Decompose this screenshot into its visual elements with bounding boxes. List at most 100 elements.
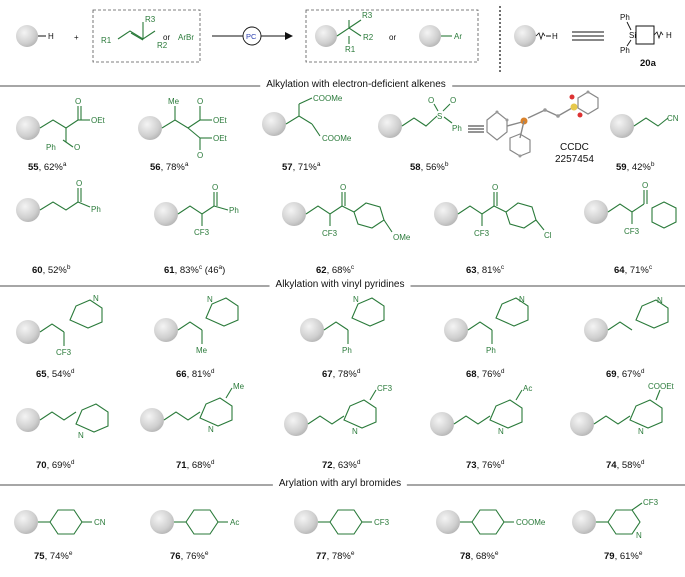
pyridine-n: N — [638, 427, 644, 436]
cf3-label: CF3 — [194, 228, 210, 237]
ph-label: Ph — [452, 124, 462, 133]
structure-79: N CF3 — [572, 498, 659, 540]
svg-text:O: O — [197, 151, 203, 160]
phenyl-top: Ph — [620, 13, 630, 22]
svg-text:O: O — [74, 143, 80, 152]
coome-label: COOMe — [516, 518, 546, 527]
pyridine-n: N — [636, 531, 642, 540]
substrate-sphere — [16, 25, 38, 47]
cooet-label: COOEt — [648, 382, 675, 391]
ac-label: Ac — [523, 384, 532, 393]
structure-67: Ph N — [300, 295, 385, 355]
product-r1: R1 — [345, 45, 356, 54]
svg-text:O: O — [642, 181, 648, 190]
compound-label-72: 72, 63%d — [322, 458, 361, 471]
svg-text:O: O — [492, 183, 498, 192]
me-label: Me — [196, 346, 208, 355]
section-title-vinyl-pyridines: Alkylation with vinyl pyridines — [269, 279, 411, 290]
compound-label-55: 55, 62%a — [28, 160, 67, 173]
compound-label-69: 69, 67%d — [606, 367, 645, 380]
compound-label-61: 61, 83%c (46a) — [164, 263, 226, 276]
oet-label: OEt — [91, 116, 106, 125]
svg-text:O: O — [197, 97, 203, 106]
si-h: H — [666, 31, 672, 40]
structure-72: N CF3 — [284, 384, 393, 436]
silacyclobutane-structure: Si Ph Ph H — [620, 13, 672, 55]
arbr-label: ArBr — [178, 33, 194, 42]
crystal-structure-image — [486, 90, 599, 158]
compound-label-79: 79, 61%e — [604, 549, 643, 562]
compound-label-74: 74, 58%d — [606, 458, 645, 471]
alkene-r3: R3 — [145, 15, 156, 24]
structure-78: COOMe — [436, 509, 546, 535]
pyridine-n: N — [78, 431, 84, 440]
s-atom: S — [437, 112, 442, 121]
cf3-label: CF3 — [377, 384, 393, 393]
compound-label-59: 59, 42%b — [616, 160, 655, 173]
reagent-label: 20a — [640, 58, 656, 69]
pyridine-n: N — [93, 294, 99, 303]
compound-label-70: 70, 69%d — [36, 458, 75, 471]
structure-70: N — [16, 403, 109, 440]
alkene-r2: R2 — [157, 41, 168, 50]
product-ar: Ar — [454, 32, 462, 41]
svg-text:O: O — [340, 183, 346, 192]
cl-label: Cl — [544, 231, 552, 240]
compound-label-68: 68, 76%d — [466, 367, 505, 380]
cf3-label: CF3 — [322, 229, 338, 238]
product-r3: R3 — [362, 11, 373, 20]
cf3-label: CF3 — [374, 518, 390, 527]
pyridine-n: N — [498, 427, 504, 436]
compound-label-63: 63, 81%c — [466, 263, 505, 276]
cn-label: CN — [667, 114, 679, 123]
pyridine-n: N — [208, 425, 214, 434]
compound-label-77: 77, 78%e — [316, 549, 355, 562]
coome-label: COOMe — [313, 94, 343, 103]
reagents-box — [92, 9, 201, 63]
structure-58: S O O Ph — [378, 96, 484, 138]
svg-text:O: O — [76, 179, 82, 188]
structure-59: CN — [610, 114, 679, 138]
catalyst-label: PC — [246, 32, 257, 41]
o-atom: O — [450, 96, 456, 105]
structure-71: N Me — [140, 382, 245, 434]
equiv-h: H — [552, 32, 558, 41]
or-text-1: or — [163, 33, 170, 42]
coome-label: COOMe — [322, 134, 352, 143]
o-atom: O — [428, 96, 434, 105]
structure-65: CF3 N — [16, 294, 103, 357]
phenyl-bottom: Ph — [620, 46, 630, 55]
structure-73: N Ac — [430, 384, 532, 436]
structure-77: CF3 — [294, 509, 390, 535]
structure-63: O Cl CF3 — [434, 183, 552, 240]
ph-label: Ph — [486, 346, 496, 355]
pyridine-n: N — [657, 296, 663, 305]
structure-76: Ac — [150, 509, 239, 535]
or-text-2: or — [389, 33, 396, 42]
structure-66: Me N — [154, 295, 239, 355]
structure-69: N — [584, 296, 669, 342]
pyridine-n: N — [207, 295, 213, 304]
compound-label-64: 64, 71%c — [614, 263, 653, 276]
pyridine-n: N — [519, 295, 525, 304]
compound-label-62: 62, 68%c — [316, 263, 355, 276]
section-title-arylation: Arylation with aryl bromides — [272, 478, 408, 489]
cf3-label: CF3 — [474, 229, 490, 238]
plus-sign: + — [74, 33, 79, 42]
ph-label: Ph — [46, 143, 56, 152]
equivalence-sign — [572, 31, 604, 41]
compound-label-71: 71, 68%d — [176, 458, 215, 471]
si-atom: Si — [629, 31, 636, 40]
structure-75: CN — [14, 509, 106, 535]
me-label: Me — [168, 97, 180, 106]
ccdc-label: CCDC 2257454 — [555, 142, 594, 165]
ome-label: OMe — [393, 233, 411, 242]
alkene-r1: R1 — [101, 36, 112, 45]
svg-text:O: O — [75, 97, 81, 106]
header-scheme: H + R1 R3 R2 or ArBr PC R3 R2 R1 or Ar H — [16, 6, 672, 72]
product-r2: R2 — [363, 33, 374, 42]
structure-68: Ph N — [444, 295, 529, 355]
svg-text:O: O — [212, 183, 218, 192]
structure-61: O Ph CF3 — [154, 183, 239, 237]
